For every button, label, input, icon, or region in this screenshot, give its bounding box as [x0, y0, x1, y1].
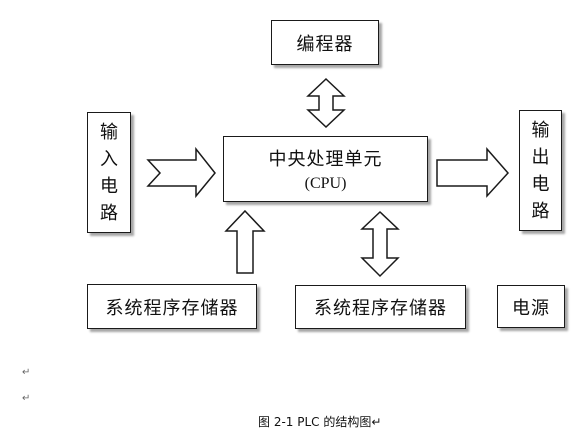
storage-left-label: 系统程序存储器 [105, 297, 239, 319]
storage-box-left: 系统程序存储器 [87, 284, 257, 329]
storage-right-label: 系统程序存储器 [314, 298, 447, 319]
storage-box-right: 系统程序存储器 [295, 285, 466, 329]
power-box: 电源 [497, 285, 565, 328]
programmer-label: 编程器 [296, 33, 354, 55]
cpu-to-output-arrow [436, 147, 510, 198]
figure-caption: 图 2-1 PLC 的结构图↵ [258, 415, 382, 429]
cpu-abbrev: (CPU) [304, 175, 347, 192]
paragraph-mark-1: ↵ [22, 367, 31, 378]
cpu-box: 中央处理单元 (CPU) [223, 136, 428, 202]
input-to-cpu-arrow [146, 146, 216, 199]
paragraph-mark-2: ↵ [22, 393, 31, 404]
power-label: 电源 [512, 297, 550, 319]
cpu-label: 中央处理单元 [268, 149, 383, 170]
input-circuit-label: 输 入 电 路 [100, 121, 118, 224]
storage-to-cpu-arrow [224, 209, 266, 274]
output-circuit-box: 输 出 电 路 [519, 110, 562, 231]
cpu-storage-arrow [360, 210, 400, 278]
input-circuit-box: 输 入 电 路 [87, 112, 131, 233]
programmer-cpu-arrow [306, 77, 346, 129]
output-circuit-label: 输 出 电 路 [531, 119, 550, 222]
programmer-box: 编程器 [271, 20, 379, 65]
